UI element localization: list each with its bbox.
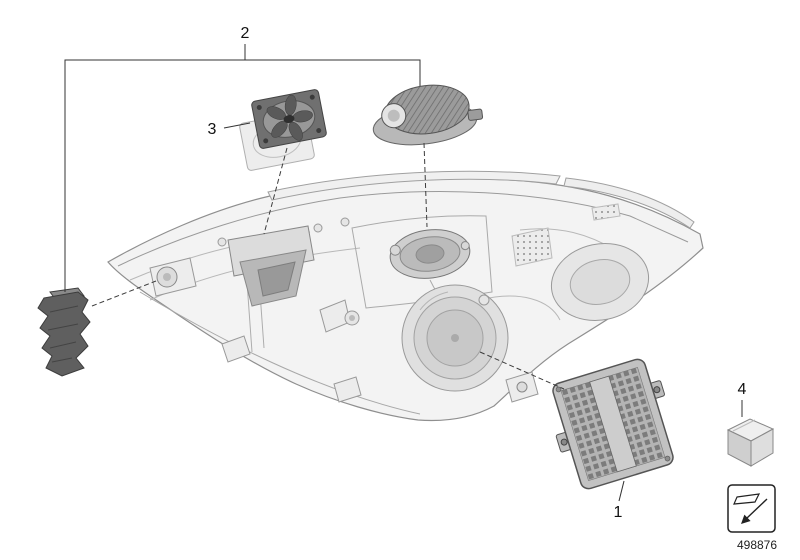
fan-blades [266, 94, 313, 141]
fan-opening [227, 225, 315, 307]
fan-module-drawing [251, 89, 327, 149]
callout-1[interactable]: 1 [614, 504, 623, 521]
callout-2[interactable]: 2 [241, 25, 250, 42]
drawing-number: 498876 [737, 538, 777, 552]
leader-gasket [91, 280, 157, 307]
leader-lines-dashed [91, 142, 565, 390]
housing-bolts [217, 217, 539, 403]
line-part3 [223, 122, 251, 129]
projector-lens [401, 284, 509, 392]
led-module-opening [389, 229, 471, 279]
callout-3[interactable]: 3 [208, 121, 217, 138]
gasket-drawing [37, 287, 91, 377]
headlight-housing-drawing [107, 170, 704, 422]
bracket-line-part2 [64, 59, 421, 292]
gasket-mount-bracket [149, 257, 197, 297]
leader-ecu [479, 351, 565, 390]
side-reflector [550, 242, 650, 322]
consumables-icon [727, 484, 776, 533]
leader-fan [263, 147, 288, 235]
callout-4[interactable]: 4 [738, 381, 747, 398]
led-module-drawing [372, 84, 484, 146]
ecu-drawing [552, 358, 674, 490]
callout-lines [64, 44, 743, 502]
parts-box-drawing [726, 418, 775, 467]
leader-led-module [423, 142, 428, 228]
line-part1 [618, 480, 625, 502]
